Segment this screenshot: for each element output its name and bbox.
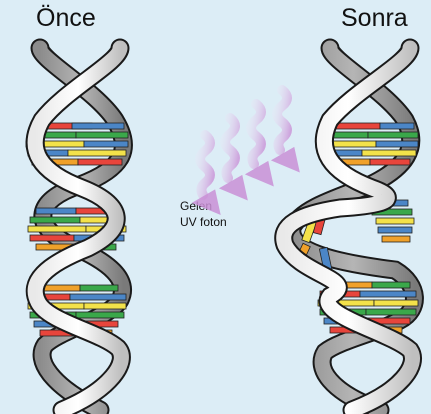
uv-photon-arrows-icon bbox=[192, 90, 307, 224]
damaged-dna-helix-icon bbox=[284, 48, 418, 410]
dna-double-helix-icon bbox=[26, 48, 128, 410]
